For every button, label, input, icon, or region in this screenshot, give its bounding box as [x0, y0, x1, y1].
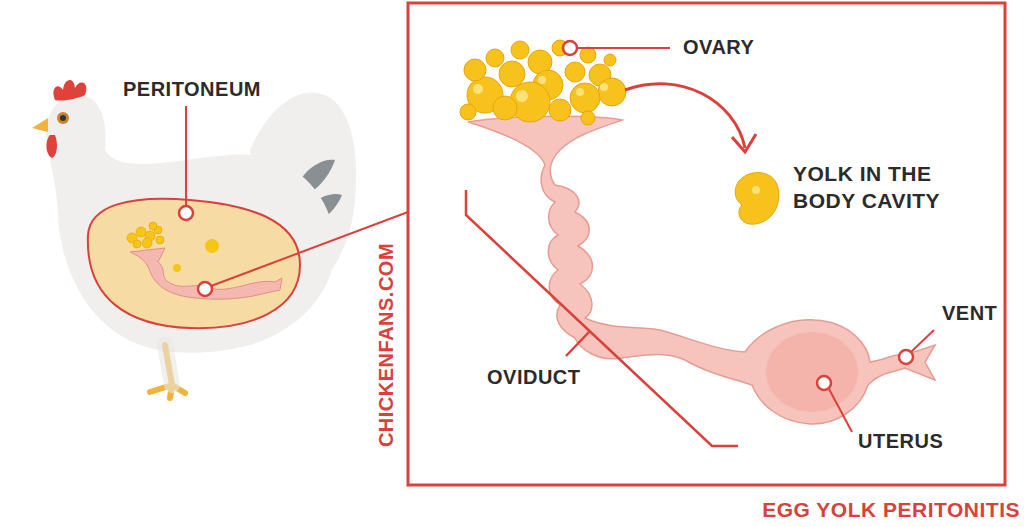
leg-feathers — [165, 345, 172, 385]
leader-dot — [817, 376, 831, 390]
release-arrow — [625, 84, 745, 148]
chicken-comb — [53, 80, 86, 101]
part-label: VENT — [942, 300, 1012, 326]
leader-line — [829, 389, 852, 432]
small-ovary — [127, 222, 164, 248]
leader-dot — [899, 350, 913, 364]
leader-dot — [198, 282, 212, 296]
ovary-cluster — [460, 40, 626, 125]
small-yolk — [205, 239, 219, 253]
chicken-body — [46, 95, 335, 353]
chicken-wattle — [46, 135, 57, 158]
small-oviduct — [130, 248, 282, 299]
free-yolk — [735, 173, 779, 225]
chicken-beak — [32, 118, 48, 132]
zoom-frame — [408, 3, 1005, 485]
part-label: UTERUS — [858, 428, 958, 454]
part-label: OVIDUCT — [487, 364, 597, 390]
small-yolk — [173, 264, 181, 272]
diagram-caption: EGG YOLK PERITONITIS — [762, 496, 1020, 523]
chicken-leg — [150, 345, 185, 398]
ovary-highlights — [473, 76, 608, 102]
part-label: YOLK IN THE BODY CAVITY — [793, 160, 983, 215]
chicken-eye — [57, 112, 69, 124]
arrow-head — [732, 134, 756, 152]
leader-line — [911, 330, 934, 352]
leader-line — [566, 331, 590, 356]
leader-dot — [179, 206, 193, 220]
chicken-pupil — [60, 115, 66, 121]
leader-line — [185, 106, 187, 207]
part-label: PERITONEUM — [123, 76, 293, 102]
oviduct-bracket — [466, 190, 738, 446]
leader-line — [578, 47, 670, 49]
part-label: OVARY — [683, 34, 803, 60]
watermark: CHICKENFANS.COM — [373, 243, 399, 447]
yolk-highlight — [752, 186, 760, 194]
uterus-shade — [766, 332, 858, 412]
leader-dot — [563, 41, 577, 55]
